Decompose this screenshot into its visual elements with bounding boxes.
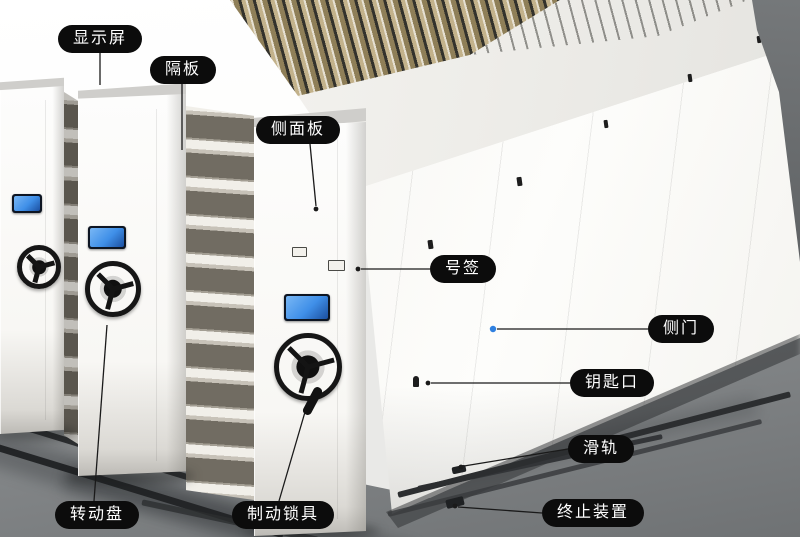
callout-label-number-tag: 号签 bbox=[430, 255, 497, 283]
callout-label-shelf-board: 隔板 bbox=[150, 56, 217, 84]
hand-wheel bbox=[274, 333, 342, 401]
display-screen-glass bbox=[90, 228, 124, 247]
callout-label-slide-rail: 滑轨 bbox=[568, 435, 635, 463]
shelf-gap bbox=[64, 92, 78, 444]
callout-label-display-screen: 显示屏 bbox=[58, 25, 143, 53]
callout-label-brake-lock: 制动锁具 bbox=[232, 501, 335, 529]
shelving-unit-3 bbox=[254, 122, 366, 536]
callout-label-side-panel: 侧面板 bbox=[256, 116, 341, 144]
number-tag-holder bbox=[292, 247, 307, 257]
display-screen bbox=[88, 226, 126, 249]
panel-label-mark bbox=[427, 239, 434, 250]
display-screen bbox=[12, 194, 42, 213]
callout-label-keyhole: 钥匙口 bbox=[570, 369, 655, 397]
hand-wheel bbox=[17, 245, 61, 289]
hand-wheel bbox=[85, 261, 141, 317]
shelf-boards-open-side bbox=[186, 106, 254, 500]
callout-label-side-door: 侧门 bbox=[648, 315, 715, 343]
display-screen-glass bbox=[14, 196, 40, 211]
callout-label-end-stop: 终止装置 bbox=[542, 499, 645, 527]
display-screen bbox=[284, 294, 330, 321]
panel-label-mark bbox=[516, 176, 523, 187]
panel-seam bbox=[336, 138, 338, 520]
callout-label-rotating-wheel: 转动盘 bbox=[55, 501, 140, 529]
panel-seam bbox=[155, 109, 157, 461]
keyhole-mark bbox=[413, 376, 419, 387]
number-tag-holder bbox=[328, 260, 345, 271]
display-screen-glass bbox=[286, 296, 328, 319]
